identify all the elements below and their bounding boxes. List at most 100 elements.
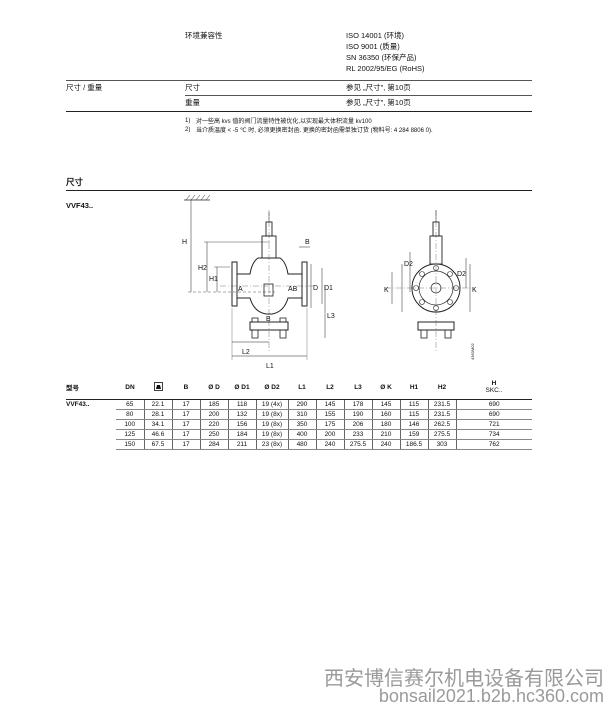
label-d1: D1 <box>324 285 333 292</box>
table-cell: 178 <box>344 399 373 410</box>
table-cell: 303 <box>428 439 457 450</box>
col-d2: Ø D2 <box>256 375 288 400</box>
col-l2: L2 <box>316 375 344 400</box>
label-b-top: B <box>305 239 310 246</box>
table-cell: 310 <box>288 409 317 420</box>
table-cell: 145 <box>372 399 401 410</box>
table-header-row: 型号 DN B Ø D Ø D1 Ø D2 L1 L2 L3 Ø K H1 H2… <box>66 375 532 400</box>
label-l1: L1 <box>266 363 274 370</box>
table-cell: 156 <box>228 419 257 430</box>
table-cell: 200 <box>316 429 345 440</box>
label-d2-right: D2 <box>404 261 413 268</box>
col-l3: L3 <box>344 375 372 400</box>
table-cell: 211 <box>228 439 257 450</box>
table-cell: 160 <box>372 409 401 420</box>
table-cell: 146 <box>400 419 429 430</box>
dimensions-table: 型号 DN B Ø D Ø D1 Ø D2 L1 L2 L3 Ø K H1 H2… <box>66 375 532 450</box>
table-cell: 159 <box>400 429 429 440</box>
col-l1: L1 <box>288 375 316 400</box>
weight-icon <box>153 381 163 391</box>
divider <box>66 111 532 112</box>
table-cell: 690 <box>456 399 532 410</box>
table-cell: 275.5 <box>344 439 373 450</box>
table-cell: 480 <box>288 439 317 450</box>
table-cell: 23 (8x) <box>256 439 289 450</box>
watermark-url: bonsail2021.b2b.hc360.com <box>378 686 604 706</box>
table-cell: 262.5 <box>428 419 457 430</box>
col-h-sub: SKC.. <box>485 387 503 394</box>
table-cell: 231.5 <box>428 399 457 410</box>
table-cell: 150 <box>116 439 145 450</box>
watermark-company: 西安博信赛尔机电设备有限公司 <box>324 668 604 690</box>
col-model: 型号 <box>66 375 116 400</box>
footnote-2: 当介质温度 < -5 ℃ 时, 必须更换密封函. 更换的密封函需单独订货 (物料… <box>196 128 433 134</box>
label-h: H <box>182 239 187 246</box>
table-cell: 233 <box>344 429 373 440</box>
col-dn: DN <box>116 375 144 400</box>
model-label: VVF43.. <box>66 201 94 210</box>
env-iso9001: ISO 9001 (质量) <box>346 42 400 51</box>
table-cell: 17 <box>172 429 201 440</box>
table-cell: 145 <box>316 399 345 410</box>
table-cell: 186.5 <box>400 439 429 450</box>
label-l2: L2 <box>242 349 250 356</box>
col-h1: H1 <box>400 375 428 400</box>
table-cell: 17 <box>172 419 201 430</box>
table-cell: 721 <box>456 419 532 430</box>
table-cell: 220 <box>200 419 229 430</box>
env-iso14001: ISO 14001 (环境) <box>346 31 404 40</box>
table-cell: 762 <box>456 439 532 450</box>
label-k-right: K <box>384 287 389 294</box>
env-sn36350: SN 36350 (环保产品) <box>346 53 417 62</box>
label-port-b: B <box>266 316 271 323</box>
col-b: B <box>172 375 200 400</box>
table-cell: 210 <box>372 429 401 440</box>
table-cell: 190 <box>344 409 373 420</box>
table-cell: 132 <box>228 409 257 420</box>
table-cell: 19 (8x) <box>256 429 289 440</box>
table-cell: 19 (8x) <box>256 419 289 430</box>
footnote-1-mark: 1) <box>185 118 191 124</box>
valve-dimension-drawing: H H2 H1 B A AB B D D1 L3 L2 L1 D2 K D2 K… <box>182 194 477 370</box>
table-cell: 690 <box>456 409 532 420</box>
env-rohs: RL 2002/95/EG (RoHS) <box>346 64 425 73</box>
table-cell: 184 <box>228 429 257 440</box>
label-d: D <box>313 285 318 292</box>
table-cell: 350 <box>288 419 317 430</box>
dimensions-label: 尺寸 <box>185 83 200 92</box>
weight-label: 重量 <box>185 98 200 107</box>
section-rule <box>66 190 532 191</box>
divider <box>66 80 532 81</box>
dimensions-value: 参见 „尺寸", 第10页 <box>346 83 411 92</box>
label-d2: D2 <box>457 271 466 278</box>
label-k: K <box>472 287 477 294</box>
table-cell: 180 <box>372 419 401 430</box>
table-cell: 65 <box>116 399 145 410</box>
environment-label: 环境兼容性 <box>185 31 223 40</box>
table-cell: 17 <box>172 409 201 420</box>
table-cell: 118 <box>228 399 257 410</box>
label-h1: H1 <box>209 276 218 283</box>
table-cell: 200 <box>200 409 229 420</box>
col-d: Ø D <box>200 375 228 400</box>
label-l3: L3 <box>327 313 335 320</box>
col-d1: Ø D1 <box>228 375 256 400</box>
table-cell: 231.5 <box>428 409 457 420</box>
label-port-a: A <box>238 286 243 293</box>
table-cell: 80 <box>116 409 145 420</box>
table-cell: 19 (8x) <box>256 409 289 420</box>
dimensions-weight-label: 尺寸 / 重量 <box>66 83 103 92</box>
table-cell: 175 <box>316 419 345 430</box>
table-cell: 290 <box>288 399 317 410</box>
table-cell: 250 <box>200 429 229 440</box>
divider <box>185 95 532 96</box>
table-cell: 125 <box>116 429 145 440</box>
table-cell: 67.5 <box>144 439 173 450</box>
drawing-code: 4363M02 <box>470 343 475 360</box>
table-cell: 155 <box>316 409 345 420</box>
